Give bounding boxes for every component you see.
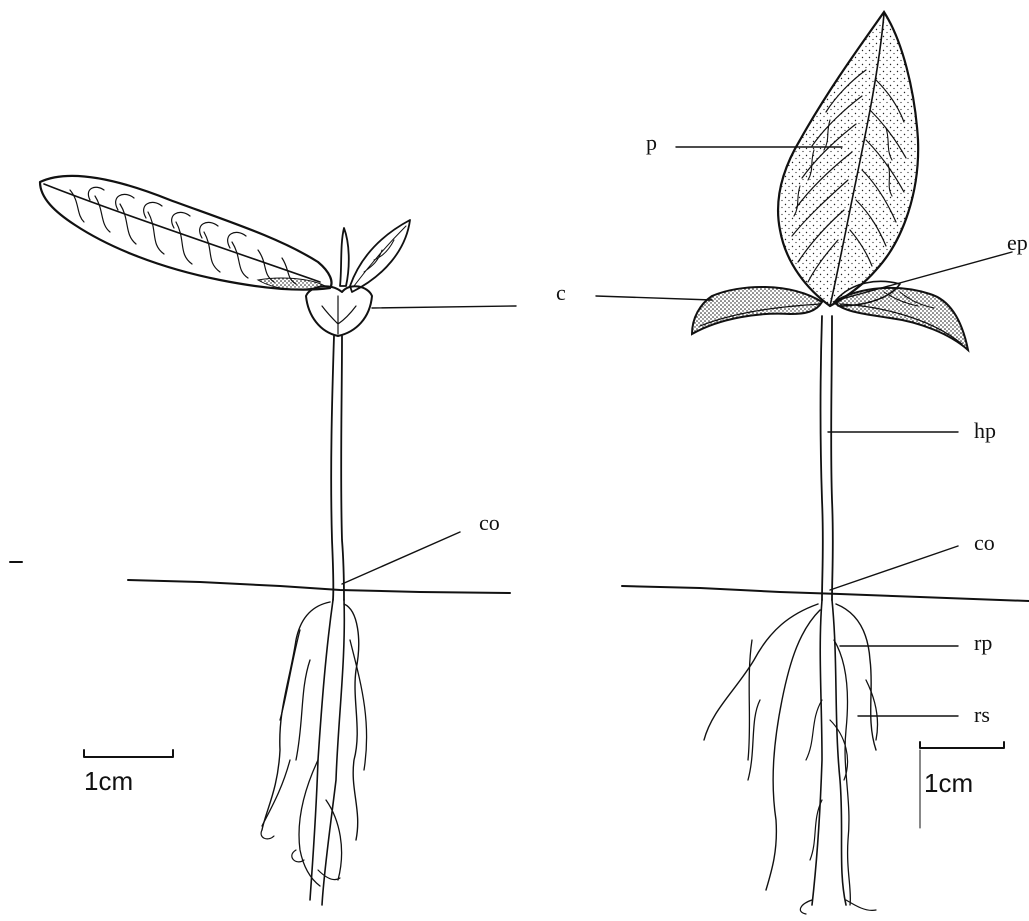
label-ep: ep (1007, 232, 1028, 254)
right-roots (704, 600, 878, 914)
left-primary-leaf (40, 176, 332, 290)
left-scale-bar (84, 750, 173, 757)
label-rp: rp (974, 632, 992, 654)
leader-c-right (596, 296, 712, 300)
scale-label-left: 1cm (84, 768, 133, 794)
left-hypocotyl (331, 336, 344, 600)
label-co-right: co (974, 532, 995, 554)
leader-c-left (372, 306, 516, 308)
right-scale-bar (920, 742, 1004, 748)
left-small-leaves (340, 220, 410, 292)
right-soil-line (622, 586, 1029, 601)
label-hp: hp (974, 420, 996, 442)
left-cotyledon (306, 286, 372, 336)
leader-co-left (342, 532, 460, 584)
right-primary-leaf (778, 12, 918, 306)
leader-co-right (830, 546, 958, 590)
left-roots (261, 600, 367, 905)
label-co-left: co (479, 512, 500, 534)
label-rs: rs (974, 704, 990, 726)
label-c: c (556, 282, 566, 304)
right-hypocotyl (821, 316, 833, 600)
label-p: p (646, 132, 657, 154)
scale-label-right: 1cm (924, 770, 973, 796)
leader-lines (342, 147, 1012, 716)
left-soil-line (128, 580, 510, 593)
